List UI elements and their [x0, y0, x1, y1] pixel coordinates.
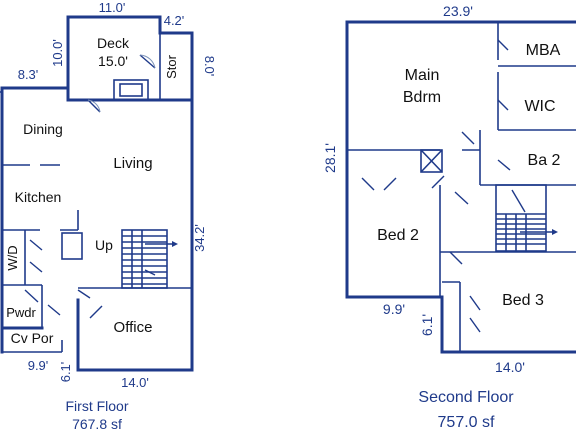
mba-label: MBA [526, 42, 561, 59]
main-bdrm-label-1: Main [405, 67, 440, 84]
office-label: Office [114, 319, 153, 336]
main-bdrm-label-2: Bdrm [403, 89, 441, 106]
stair-arrow-head [172, 241, 178, 247]
dim-deck-left: 10.0' [50, 39, 65, 67]
fireplace-inner [119, 83, 143, 97]
living-label: Living [113, 155, 152, 172]
linen-x-2 [420, 149, 443, 173]
deck-size-label: 15.0' [98, 53, 128, 69]
closet-box [61, 232, 83, 260]
dim-bottom-left-vertical: 6.1' [58, 362, 73, 383]
wd-label: W/D [5, 245, 20, 270]
dim-bottom: 14.0' [121, 375, 149, 390]
ba2-label: Ba 2 [528, 152, 561, 169]
dining-label: Dining [23, 121, 63, 137]
second-floor-area: 757.0 sf [438, 414, 495, 431]
bed2-label: Bed 2 [377, 227, 419, 244]
dim-bottom-left-vertical-2: 6.1' [419, 314, 435, 336]
dim-top: 23.9' [443, 3, 473, 19]
stairs-first [121, 229, 168, 289]
fireplace [113, 79, 149, 101]
dim-bottom-left-2: 9.9' [383, 301, 405, 317]
second-floor: 23.9' 28.1' 9.9' 6.1' 14.0' MBA Main Bdr… [322, 3, 576, 431]
first-floor-area: 767.8 sf [72, 416, 122, 432]
first-floor-title: First Floor [66, 398, 129, 414]
doors-second-floor [361, 39, 511, 333]
bed3-label: Bed 3 [502, 292, 544, 309]
stair2-arrow-head [552, 229, 558, 235]
dim-stor-height: 8.0' [202, 56, 217, 77]
doors-first-floor [24, 54, 156, 319]
kitchen-label: Kitchen [15, 189, 62, 205]
stor-label: Stor [164, 54, 179, 79]
linen-closet [420, 149, 443, 173]
dim-right: 34.2' [192, 224, 207, 252]
dim-bottom-left: 9.9' [28, 358, 49, 373]
stairs-second [495, 184, 547, 252]
first-floor: 11.0' 4.2' 10.0' 8.0' 8.3' 34.2' 9.9' 6.… [0, 0, 217, 432]
stair-treads-second [496, 213, 546, 251]
dim-bottom-2: 14.0' [495, 359, 525, 375]
cv-por-label: Cv Por [11, 330, 54, 346]
up-label: Up [95, 237, 113, 253]
deck-label: Deck [97, 35, 130, 51]
second-floor-title: Second Floor [418, 389, 514, 406]
pwdr-label: Pwdr [6, 305, 36, 320]
stair-treads-first [122, 230, 167, 288]
stair2-rail [511, 189, 526, 213]
dim-left: 28.1' [322, 143, 338, 173]
dim-left-top: 8.3' [18, 67, 39, 82]
dim-stor-width: 4.2' [164, 13, 185, 28]
wic-label: WIC [524, 98, 555, 115]
dim-deck-top: 11.0' [99, 0, 126, 15]
second-floor-outer-wall [345, 20, 576, 354]
